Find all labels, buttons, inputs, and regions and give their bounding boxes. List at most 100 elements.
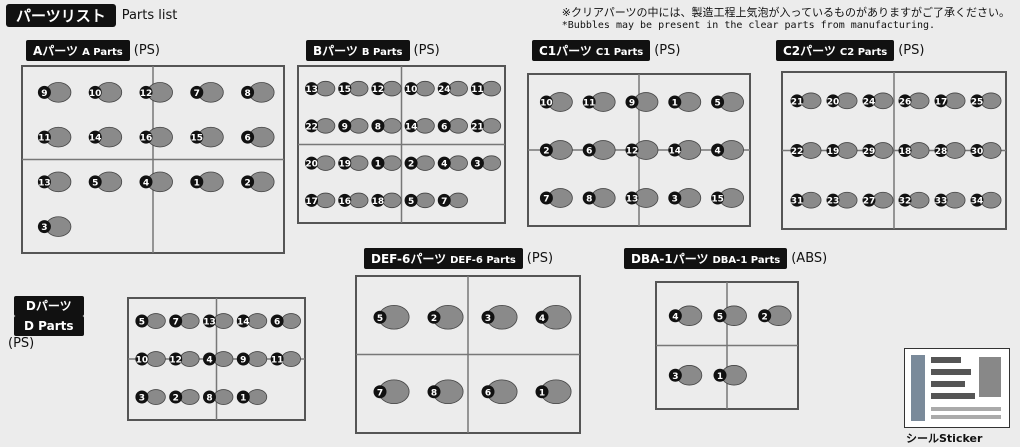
part-shape [872, 92, 894, 110]
part-shape [281, 351, 301, 367]
part-number-badge [169, 314, 183, 328]
part-number-badge [135, 314, 149, 328]
part-number-badge [826, 144, 840, 157]
part-number: 2 [543, 147, 549, 157]
part-number-badge [139, 85, 153, 99]
part-number-badge [970, 144, 984, 157]
part-shape [146, 389, 166, 405]
part-number: 4 [206, 356, 212, 366]
part-number: 9 [342, 122, 348, 132]
part-number: 13 [626, 195, 639, 205]
part-number-badge [790, 94, 804, 108]
part-shape [415, 192, 435, 209]
part-shape [349, 80, 369, 97]
part-number-badge [270, 314, 284, 328]
part-shape [448, 118, 468, 134]
sheet-def-material: (PS) [526, 251, 554, 266]
part-number-badge [668, 95, 682, 109]
sticker-graphic [911, 355, 1001, 421]
part-number-badge [427, 385, 441, 399]
part-number: 5 [714, 99, 720, 109]
part-shape [836, 92, 858, 110]
part-number: 12 [140, 89, 153, 99]
part-number: 8 [206, 394, 212, 404]
part-number: 10 [405, 85, 418, 95]
title-en: Parts list [121, 8, 178, 23]
part-number-badge [898, 94, 912, 108]
part-number: 5 [377, 314, 383, 324]
part-number-badge [190, 85, 204, 99]
part-number-badge [758, 309, 772, 323]
part-number: 26 [899, 97, 912, 107]
part-shape [908, 92, 930, 110]
part-shape [800, 191, 822, 209]
part-number: 14 [405, 122, 418, 132]
part-number: 3 [474, 160, 480, 170]
part-shape [944, 92, 966, 110]
part-number: 15 [191, 134, 204, 144]
part-number-badge [711, 143, 725, 157]
part-shape [836, 142, 858, 159]
part-number: 1 [240, 394, 246, 404]
part-number: 32 [899, 197, 912, 207]
part-shape [315, 80, 336, 97]
sheet-c1-material: (PS) [654, 43, 681, 58]
part-number-badge [539, 95, 553, 109]
part-number-badge [535, 385, 549, 399]
part-number: 13 [203, 318, 216, 328]
part-shape [980, 191, 1002, 209]
part-number-badge [668, 368, 682, 382]
part-number: 7 [543, 195, 549, 205]
part-number-badge [862, 94, 876, 108]
part-number: 2 [173, 394, 179, 404]
part-number: 11 [271, 356, 284, 366]
part-number-badge [898, 193, 912, 207]
part-shape [213, 389, 234, 405]
part-number: 7 [194, 89, 200, 99]
part-number: 21 [471, 122, 484, 132]
part-number: 16 [140, 134, 153, 144]
part-shape [415, 80, 435, 97]
part-number-badge [539, 143, 553, 157]
part-shape [213, 351, 234, 367]
part-shape [382, 118, 402, 134]
part-number: 27 [863, 197, 876, 207]
part-number: 1 [375, 160, 381, 170]
part-shape [179, 351, 200, 367]
part-shape [872, 191, 894, 209]
part-number: 2 [431, 314, 437, 324]
part-number-badge [241, 85, 255, 99]
part-number-badge [862, 144, 876, 157]
part-number-badge [305, 82, 319, 96]
part-number-badge [190, 175, 204, 189]
part-number: 3 [41, 223, 47, 233]
part-number: 5 [408, 197, 414, 207]
part-number: 23 [827, 197, 840, 207]
part-number: 8 [375, 122, 381, 132]
notice-en: *Bubbles may be present in the clear par… [561, 20, 936, 31]
part-number: 15 [711, 195, 724, 205]
part-number-badge [934, 144, 948, 157]
part-number: 5 [717, 312, 723, 322]
part-number-badge [437, 119, 451, 133]
part-shape [836, 191, 858, 209]
part-number-badge [203, 390, 216, 404]
part-number-badge [790, 144, 804, 157]
part-number: 11 [471, 85, 484, 95]
part-number: 29 [863, 147, 876, 157]
part-number: 7 [441, 197, 447, 207]
part-number: 9 [240, 356, 246, 366]
part-number-badge [470, 156, 484, 170]
part-number: 18 [899, 147, 912, 157]
part-number-badge [139, 175, 153, 189]
part-number: 3 [672, 195, 678, 205]
